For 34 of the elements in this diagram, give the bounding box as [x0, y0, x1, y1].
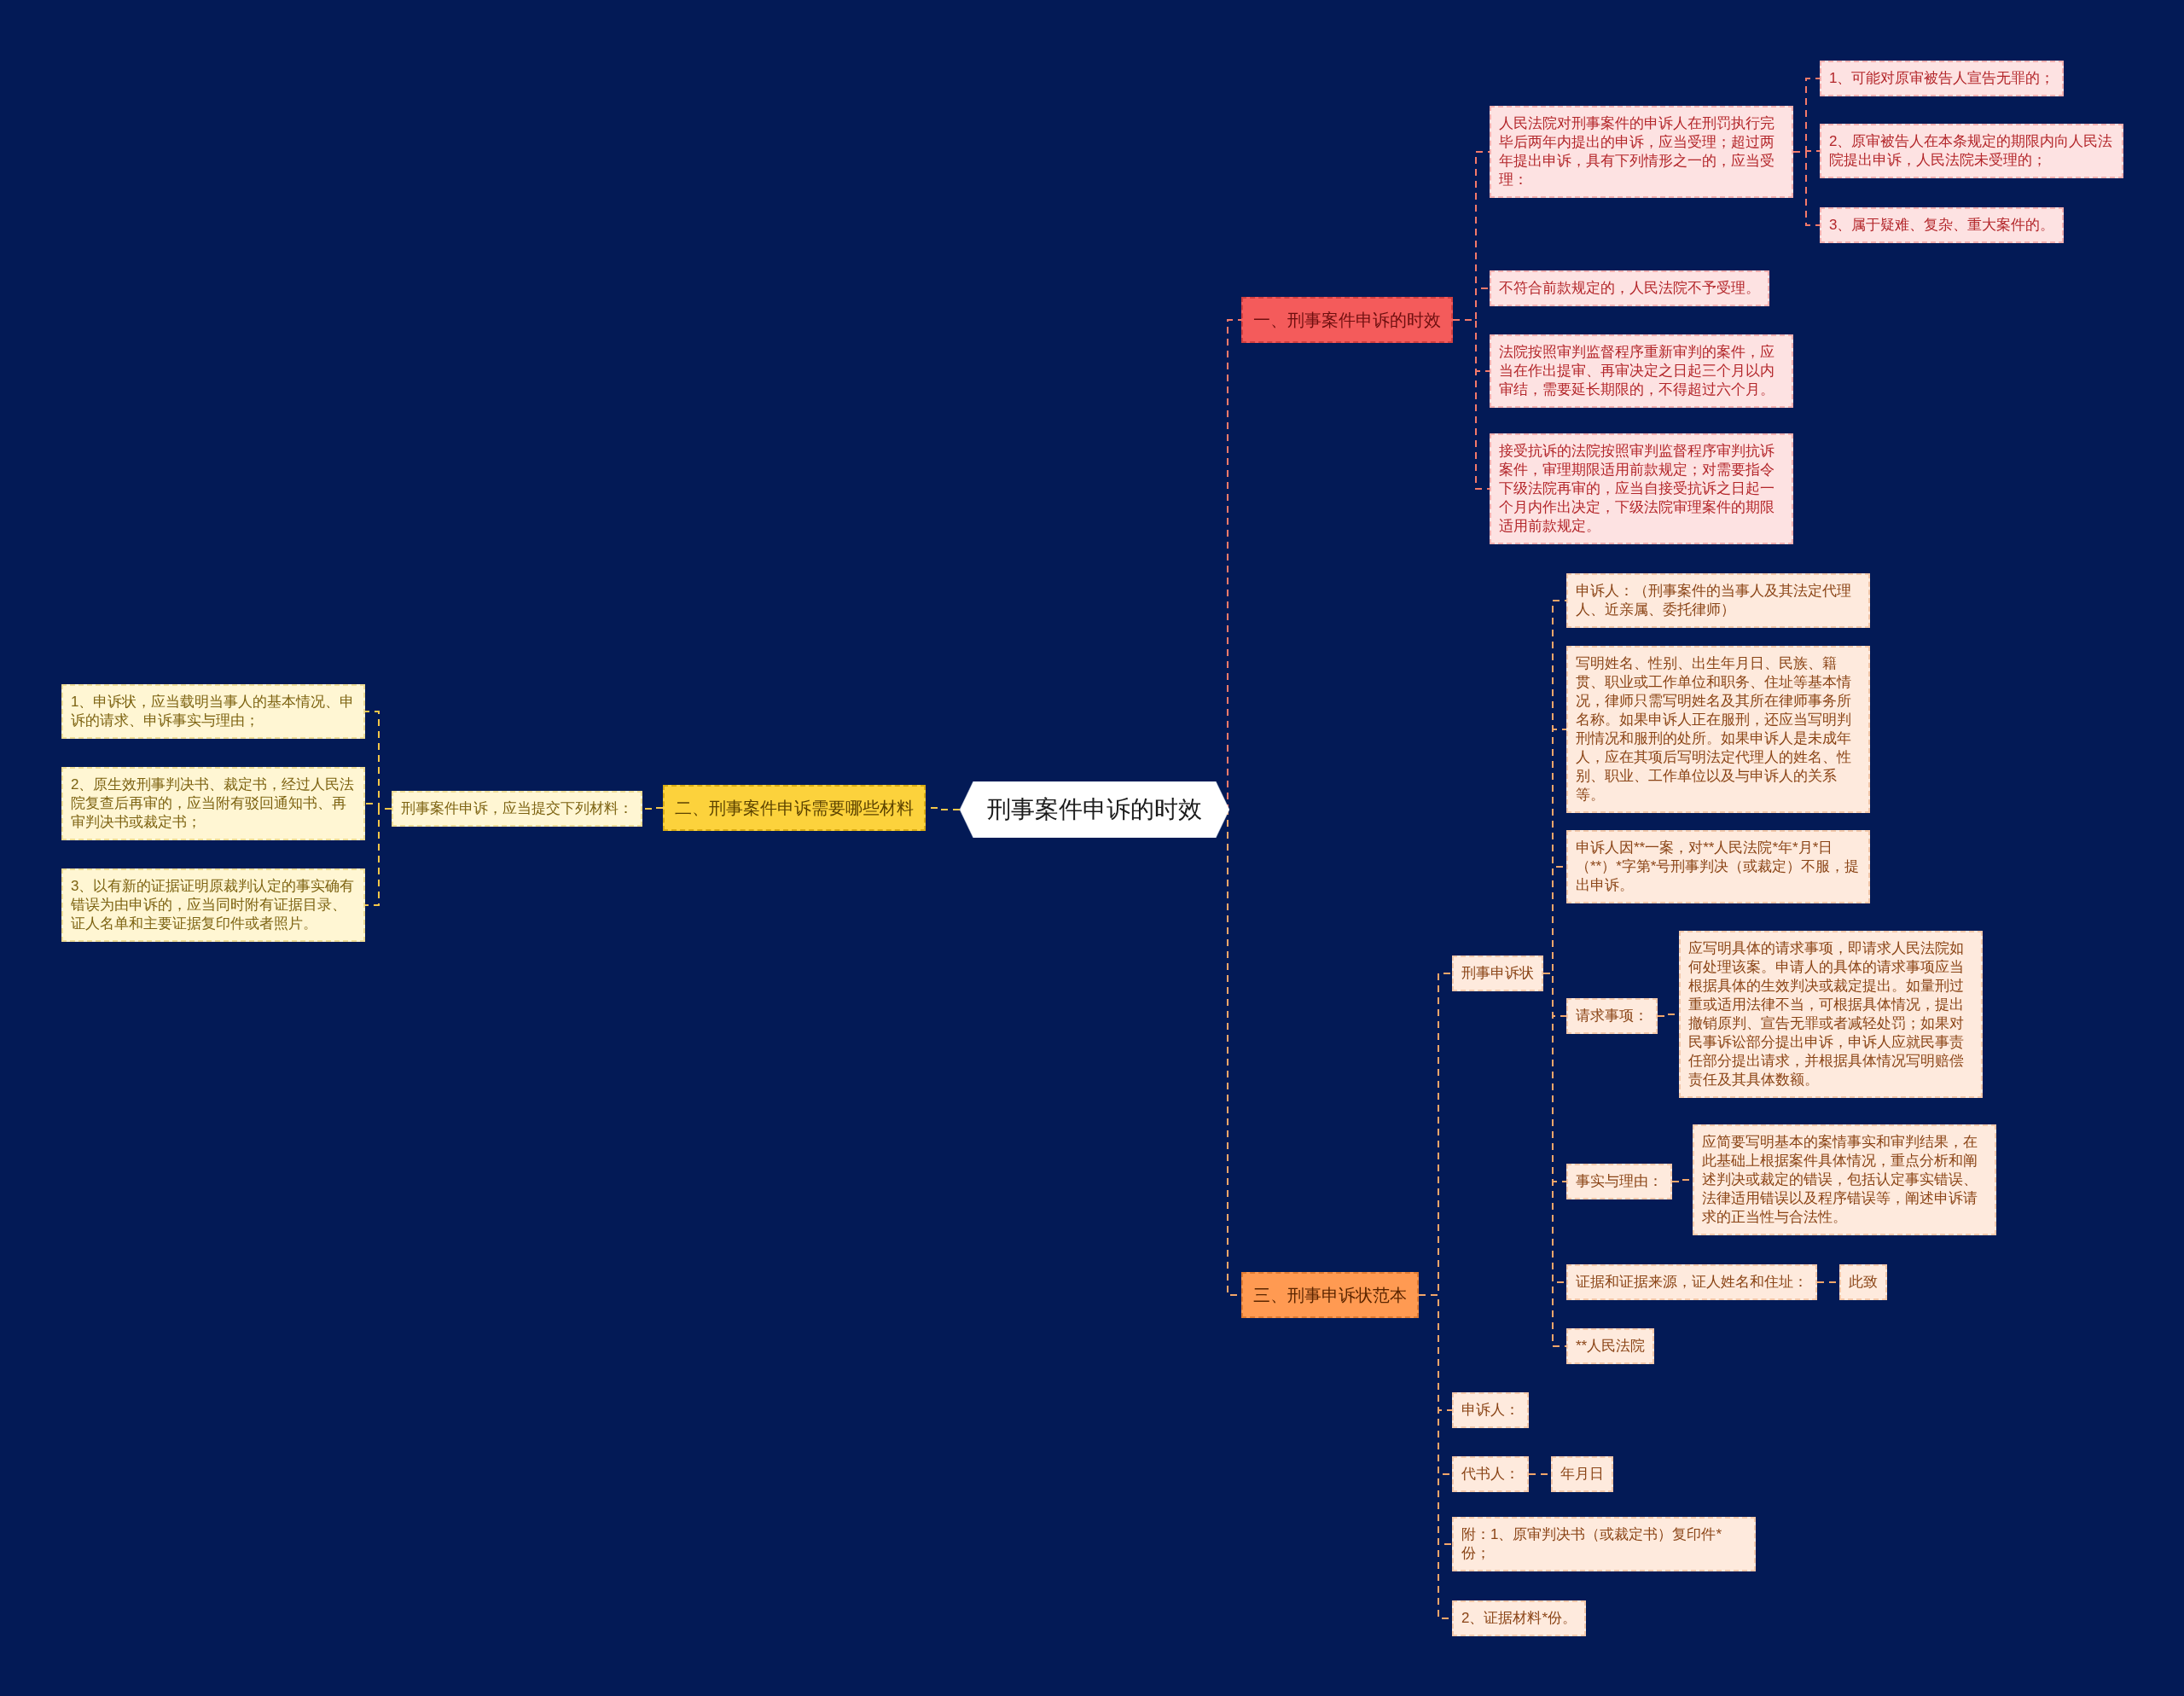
- subtopic-card: 附：1、原审判决书（或裁定书）复印件*份；: [1452, 1517, 1756, 1571]
- subtopic-card: 请求事项：: [1566, 998, 1658, 1034]
- branch-topic-card: 一、刑事案件申诉的时效: [1241, 297, 1453, 343]
- subtopic-card: 代书人：: [1452, 1456, 1529, 1492]
- subtopic-card: 2、证据材料*份。: [1452, 1600, 1587, 1636]
- branch-topic-card: 三、刑事申诉状范本: [1241, 1272, 1419, 1318]
- subtopic-card: 3、属于疑难、复杂、重大案件的。: [1820, 207, 2065, 243]
- subtopic-card: 写明姓名、性别、出生年月日、民族、籍贯、职业或工作单位和职务、住址等基本情况，律师只需写明姓名及其所在律师事务所名称。如果申诉人正在服刑，还应当写明判刑情况和服刑的处所。如果申诉人是未成年人，应在其项后写明法定代理人的姓名、性别、职业、工作单位以及与申诉人的关系等。: [1566, 646, 1870, 813]
- subtopic-card: 法院按照审判监督程序重新审判的案件，应当在作出提审、再审决定之日起三个月以内审结，需要延长期限的，不得超过六个月。: [1490, 334, 1793, 408]
- subtopic-card: 3、以有新的证据证明原裁判认定的事实确有错误为由申诉的，应当同时附有证据目录、证人名单和主要证据复印件或者照片。: [61, 868, 365, 942]
- topic-title: 刑事案件申诉的时效: [987, 795, 1202, 824]
- subtopic-card: 证据和证据来源，证人姓名和住址：: [1566, 1264, 1817, 1300]
- subtopic-card: 应简要写明基本的案情事实和审判结果，在此基础上根据案件具体情况，重点分析和阐述判决或裁定的错误，包括认定事实错误、法律适用错误以及程序错误等，阐述申诉请求的正当性与合法性。: [1693, 1124, 1996, 1235]
- subtopic-card: 不符合前款规定的，人民法院不予受理。: [1490, 270, 1769, 306]
- subtopic-card: 申诉人：: [1452, 1392, 1529, 1428]
- subtopic-card: 人民法院对刑事案件的申诉人在刑罚执行完毕后两年内提出的申诉，应当受理；超过两年提出申诉，具有下列情形之一的，应当受理：: [1490, 106, 1793, 198]
- subtopic-card: 年月日: [1551, 1456, 1613, 1492]
- subtopic-card: 2、原审被告人在本条规定的期限内向人民法院提出申诉，人民法院未受理的；: [1820, 124, 2123, 178]
- subtopic-card: 刑事案件申诉，应当提交下列材料：: [392, 791, 642, 827]
- subtopic-card: 刑事申诉状: [1452, 955, 1543, 991]
- connector-line: [1452, 319, 1490, 490]
- subtopic-card: 申诉人：（刑事案件的当事人及其法定代理人、近亲属、委托律师）: [1566, 573, 1870, 628]
- subtopic-card: **人民法院: [1566, 1328, 1655, 1364]
- subtopic-card: 此致: [1839, 1264, 1887, 1300]
- subtopic-card: 应写明具体的请求事项，即请求人民法院如何处理该案。申请人的具体的请求事项应当根据具体的生效判决或裁定提出。如量刑过重或适用法律不当，可根据具体情况，提出撤销原判、宣告无罪或者减轻处罚；如果对民事诉讼部分提出申诉，申诉人应就民事责任部分提出请求，并根据具体情况写明赔偿责任及其具体数额。: [1679, 931, 1983, 1098]
- subtopic-card: 申诉人因**一案，对**人民法院*年*月*日（**）*字第*号刑事判决（或裁定）不服，提出申诉。: [1566, 830, 1870, 903]
- connector-line: [1792, 151, 1821, 226]
- subtopic-card: 2、原生效刑事判决书、裁定书，经过人民法院复查后再审的，应当附有驳回通知书、再审判决书或裁定书；: [61, 767, 365, 840]
- subtopic-card: 1、可能对原审被告人宣告无罪的；: [1820, 61, 2065, 96]
- subtopic-card: 事实与理由：: [1566, 1164, 1672, 1199]
- subtopic-card: 1、申诉状，应当载明当事人的基本情况、申诉的请求、申诉事实与理由；: [61, 684, 365, 739]
- subtopic-card: 接受抗诉的法院按照审判监督程序审判抗诉案件，审理期限适用前款规定；对需要指令下级法院再审的，应当自接受抗诉之日起一个月内作出决定，下级法院审理案件的期限适用前款规定。: [1490, 433, 1793, 544]
- branch-topic-card: 二、刑事案件申诉需要哪些材料: [663, 785, 926, 831]
- connector-line: [364, 808, 392, 906]
